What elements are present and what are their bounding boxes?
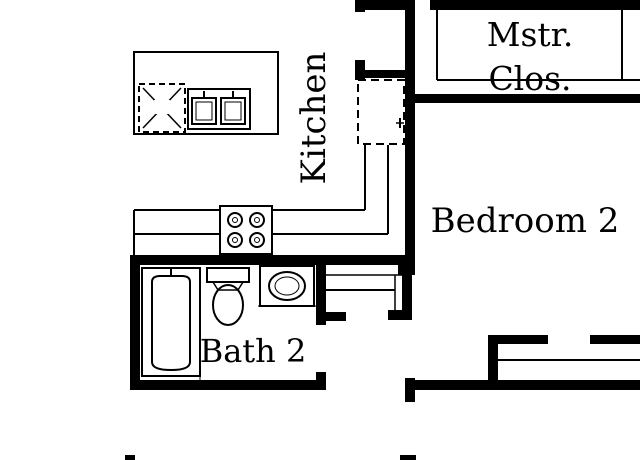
bedroom-2-label: Bedroom 2 xyxy=(431,201,620,241)
wall xyxy=(405,378,415,402)
wall xyxy=(130,380,326,390)
bedroom-2-walls xyxy=(405,335,640,402)
wall xyxy=(590,335,640,344)
wall xyxy=(130,255,410,265)
wall xyxy=(400,455,416,460)
wall xyxy=(430,0,640,10)
wall xyxy=(405,95,415,270)
wall xyxy=(405,0,415,100)
wall xyxy=(488,335,548,344)
wall xyxy=(405,380,640,390)
cooktop-icon xyxy=(219,205,273,255)
bath-2 xyxy=(130,255,410,390)
wall xyxy=(405,94,640,103)
toilet-icon xyxy=(206,267,250,326)
kitchen-label: Kitchen xyxy=(294,52,334,185)
mstr-clos-label-line2: Clos. xyxy=(488,59,571,98)
lavatory-sink-icon xyxy=(258,265,316,307)
wall xyxy=(402,270,412,320)
bath-2-label: Bath 2 xyxy=(200,332,307,370)
pantry xyxy=(355,60,410,145)
wall xyxy=(316,312,346,321)
wall xyxy=(316,255,326,325)
bathtub-icon xyxy=(141,267,201,377)
wall xyxy=(388,310,412,320)
island-counter xyxy=(133,51,279,135)
wall xyxy=(488,335,498,390)
master-closet xyxy=(355,0,640,103)
wall xyxy=(130,255,140,390)
kitchen-counter xyxy=(133,145,395,259)
kitchen-island xyxy=(133,51,279,135)
wall xyxy=(355,0,415,10)
wall xyxy=(316,372,326,390)
wall xyxy=(355,70,410,78)
pantry-door-dashed xyxy=(357,79,405,145)
dishwasher-icon xyxy=(138,83,186,133)
mstr-clos-label-line1: Mstr. xyxy=(487,15,574,54)
double-sink-icon xyxy=(187,88,251,130)
wall xyxy=(125,455,135,460)
